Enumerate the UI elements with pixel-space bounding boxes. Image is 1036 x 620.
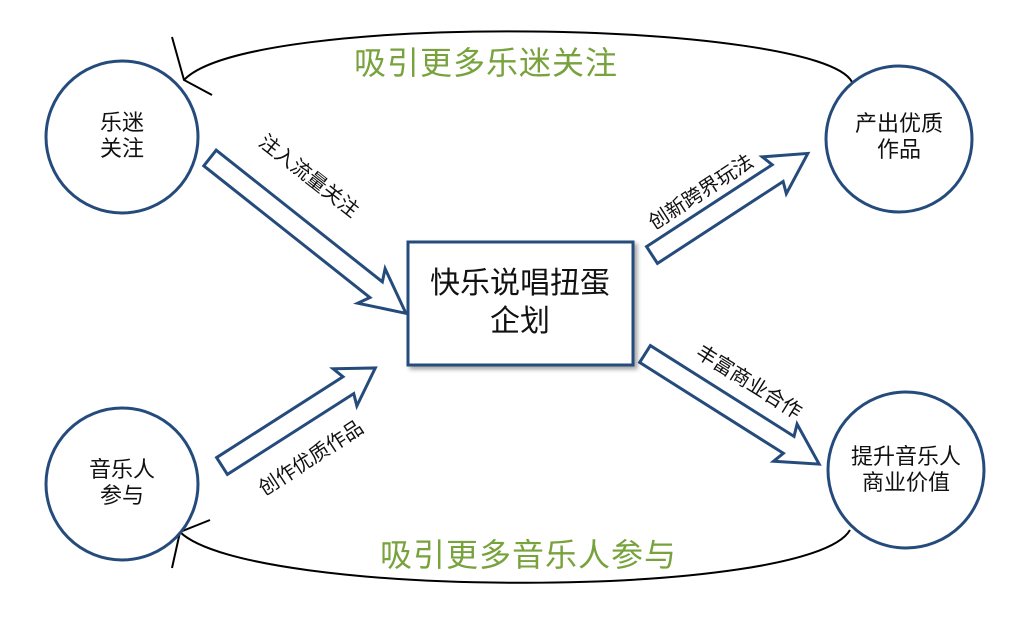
arrow-create [214, 366, 378, 477]
center-line2: 企划 [490, 304, 550, 339]
node-works-circle [824, 64, 974, 214]
center-label: 快乐说唱扭蛋 企划 [410, 265, 630, 341]
node-works-line1: 产出优质 [854, 112, 943, 137]
center-line1: 快乐说唱扭蛋 [430, 266, 610, 301]
bottom-loop-curve [179, 529, 851, 584]
node-fans-label: 乐迷 关注 [52, 111, 192, 163]
arrow-business [637, 343, 822, 466]
node-fans-circle [44, 59, 200, 215]
node-musicians-line2: 参与 [99, 484, 144, 509]
node-musicians-label: 音乐人 参与 [52, 458, 192, 510]
node-fans-line2: 关注 [99, 137, 144, 162]
node-works-label: 产出优质 作品 [829, 112, 969, 164]
node-value-line1: 提升音乐人 [850, 445, 961, 470]
top-loop-curve [183, 30, 853, 83]
top-loop-arrowhead [171, 36, 213, 96]
bottom-loop-label: 吸引更多音乐人参与 [380, 536, 678, 574]
node-musicians-circle [44, 406, 200, 562]
top-loop-label: 吸引更多乐迷关注 [354, 44, 619, 82]
arrow-traffic [201, 148, 409, 316]
node-value-circle [826, 390, 986, 550]
node-value-label: 提升音乐人 商业价值 [836, 445, 976, 497]
node-fans-line1: 乐迷 [99, 111, 144, 136]
arrow-innovate [644, 151, 811, 266]
node-musicians-line1: 音乐人 [88, 458, 155, 483]
center-box [406, 240, 635, 367]
node-value-line2: 商业价值 [861, 471, 950, 496]
node-works-line2: 作品 [876, 138, 921, 163]
